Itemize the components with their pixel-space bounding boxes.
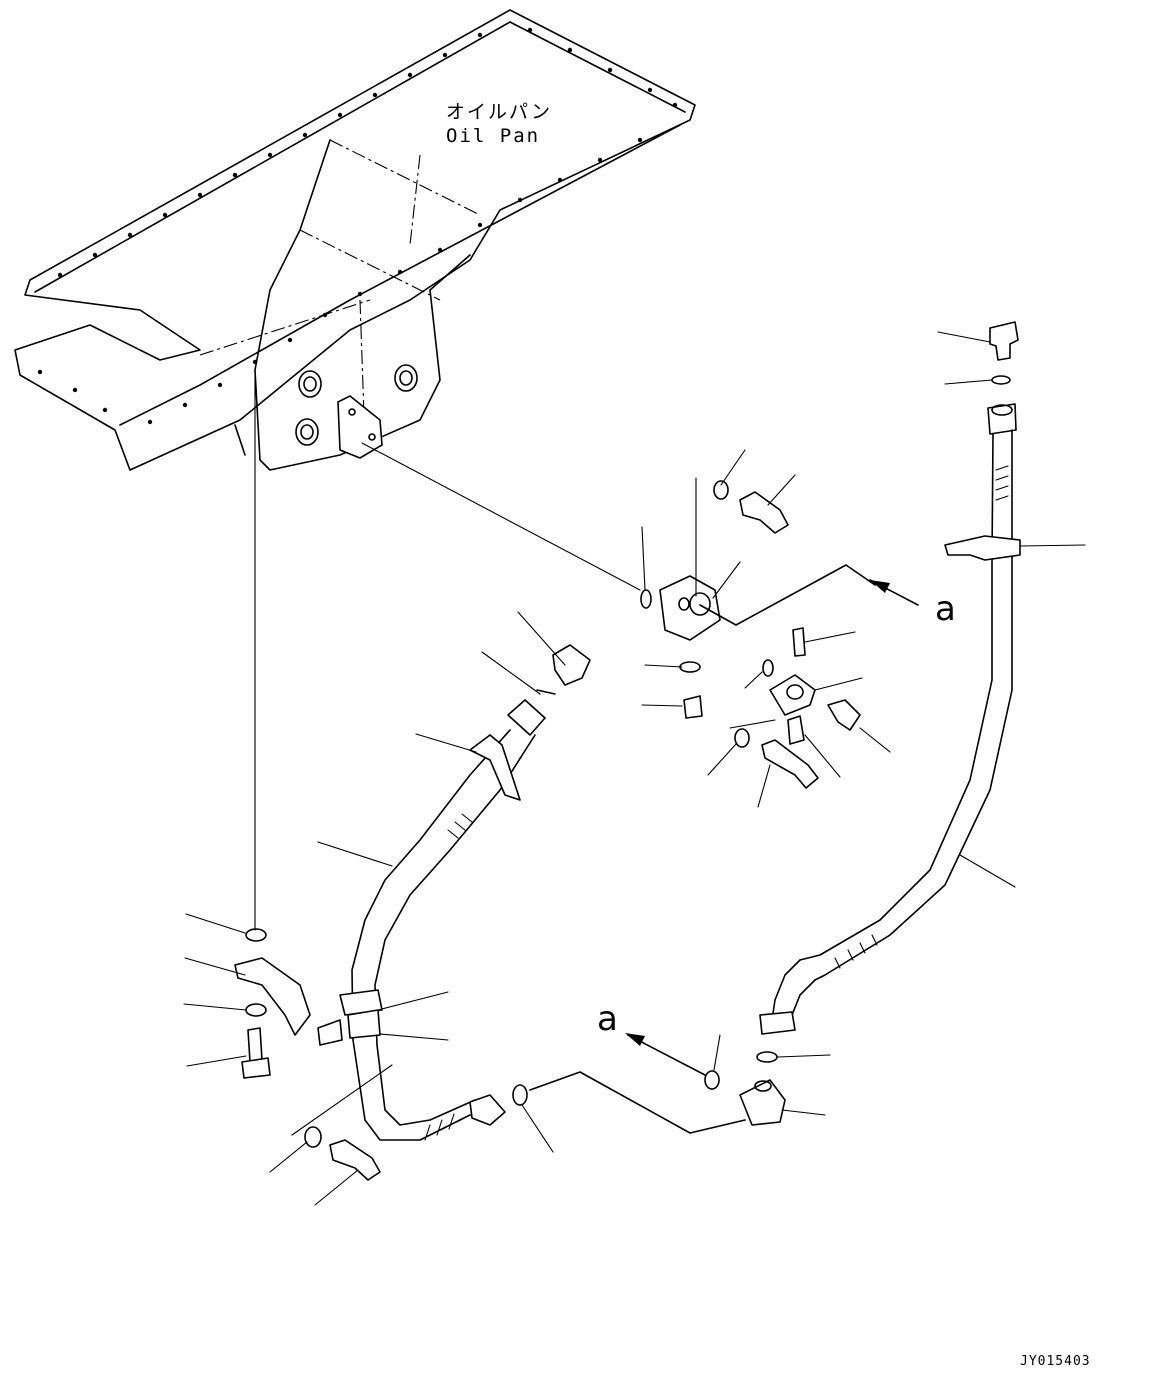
valve-block-assembly <box>640 480 861 789</box>
view-a-leader-top <box>699 564 876 626</box>
drawing-code: JY015403 <box>1020 1354 1091 1369</box>
oil-pan-label-jp: オイルパン <box>446 101 552 123</box>
drain-hardware <box>234 928 381 1181</box>
view-a-label-top: a <box>935 589 956 629</box>
view-a-leader-bottom <box>529 1071 746 1134</box>
bottom-valve <box>512 1051 786 1126</box>
oil-pan <box>14 9 696 471</box>
center-line-block <box>361 442 641 591</box>
oil-pan-label-en: Oil Pan <box>446 125 540 147</box>
view-a-label-bottom: a <box>597 999 618 1039</box>
right-tube-assembly <box>759 321 1021 1035</box>
leader-lines <box>183 331 1086 1206</box>
left-tube-assembly <box>317 644 591 1141</box>
